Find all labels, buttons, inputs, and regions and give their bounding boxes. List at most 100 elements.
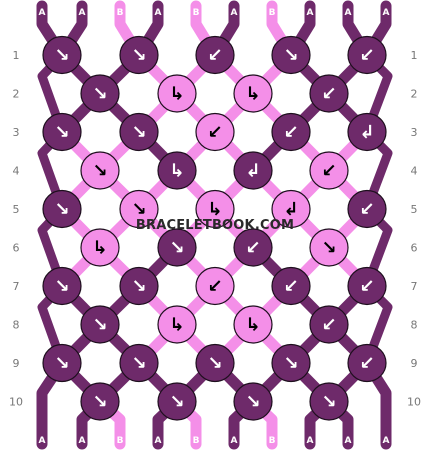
knot: ↘ (157, 228, 197, 267)
row-number-left: 8 (13, 319, 20, 332)
knot-arrow-icon: ↘ (131, 276, 146, 297)
knot-arrow-icon: ↙ (207, 122, 222, 143)
knot-shape (309, 305, 349, 344)
knot-shape (233, 305, 273, 344)
bottom-string-label: A (383, 436, 390, 446)
knot-grid: ↘↘↙↘↙↘↳↳↙↘↘↙↙↲↘↳↲↙↘↘↳↲↙↳↘↙↘↘↘↙↙↙↘↳↳↙↘↘↘↘… (42, 35, 387, 421)
bottom-string-label: A (231, 436, 238, 446)
knot-arrow-icon: ↳ (245, 315, 260, 336)
knot-arrow-icon: ↘ (321, 238, 336, 259)
knot-shape (80, 305, 120, 344)
top-string-label: B (193, 8, 200, 18)
knot-arrow-icon: ↙ (207, 45, 222, 66)
knot: ↘ (195, 343, 235, 383)
knot-shape (42, 343, 82, 383)
knot: ↙ (271, 112, 311, 152)
bottom-string-label: B (117, 436, 124, 446)
knot-shape (233, 151, 273, 190)
knot-arrow-icon: ↲ (283, 199, 298, 220)
knot-arrow-icon: ↘ (54, 276, 69, 297)
knot: ↲ (271, 189, 311, 229)
knot-shape (347, 112, 387, 152)
knot: ↘ (119, 112, 159, 152)
top-string-label: A (39, 8, 46, 18)
row-number-left: 3 (13, 126, 20, 139)
knot-shape (309, 151, 349, 190)
knot-shape (195, 266, 235, 306)
knot: ↙ (195, 112, 235, 152)
knot: ↲ (347, 112, 387, 152)
knot-arrow-icon: ↙ (207, 276, 222, 297)
knot-shape (42, 112, 82, 152)
knot: ↘ (271, 35, 311, 75)
knot-shape (347, 266, 387, 306)
knot-shape (119, 266, 159, 306)
knot-arrow-icon: ↘ (321, 392, 336, 413)
knot-arrow-icon: ↘ (131, 353, 146, 374)
knot: ↳ (233, 74, 273, 113)
knot-shape (347, 35, 387, 75)
bottom-string-label: B (193, 436, 200, 446)
knot-arrow-icon: ↘ (283, 45, 298, 66)
knot: ↘ (119, 189, 159, 229)
knot-arrow-icon: ↳ (169, 161, 184, 182)
top-string-label: A (231, 8, 238, 18)
row-number-right: 5 (411, 203, 418, 216)
knot: ↳ (157, 151, 197, 190)
row-number-left: 4 (13, 165, 20, 178)
row-number-left: 6 (13, 242, 20, 255)
top-string-label: A (155, 8, 162, 18)
knot: ↙ (271, 266, 311, 306)
knot-shape (195, 189, 235, 229)
knot-arrow-icon: ↘ (54, 122, 69, 143)
knot: ↲ (233, 151, 273, 190)
knot-arrow-icon: ↙ (359, 199, 374, 220)
row-number-right: 3 (411, 126, 418, 139)
knot-arrow-icon: ↲ (245, 161, 260, 182)
top-string-label: B (117, 8, 124, 18)
knot-shape (195, 343, 235, 383)
knot-arrow-icon: ↘ (283, 353, 298, 374)
knot-shape (42, 189, 82, 229)
row-number-left: 10 (9, 396, 23, 409)
knot: ↘ (80, 305, 120, 344)
row-number-right: 9 (411, 357, 418, 370)
knot-arrow-icon: ↙ (359, 276, 374, 297)
knot: ↘ (309, 382, 349, 421)
knot-arrow-icon: ↲ (359, 122, 374, 143)
knot: ↳ (233, 305, 273, 344)
knot-shape (157, 382, 197, 421)
knot-arrow-icon: ↘ (131, 199, 146, 220)
knot-arrow-icon: ↘ (54, 45, 69, 66)
knot-arrow-icon: ↘ (131, 122, 146, 143)
knot: ↘ (157, 382, 197, 421)
knot: ↙ (233, 228, 273, 267)
knot: ↘ (80, 382, 120, 421)
knot-arrow-icon: ↙ (245, 238, 260, 259)
knot-shape (80, 74, 120, 113)
knot-arrow-icon: ↘ (92, 84, 107, 105)
watermark: BRACELETBOOK.COM (136, 218, 294, 233)
knot-shape (347, 343, 387, 383)
row-number-left: 7 (13, 280, 20, 293)
knot-shape (271, 266, 311, 306)
knot-shape (233, 228, 273, 267)
knot-arrow-icon: ↳ (169, 315, 184, 336)
row-number-right: 4 (411, 165, 418, 178)
bottom-string-label: A (79, 436, 86, 446)
knot: ↘ (42, 189, 82, 229)
knot-arrow-icon: ↘ (169, 238, 184, 259)
top-string-label: A (345, 8, 352, 18)
knot-arrow-icon: ↳ (169, 84, 184, 105)
knot-shape (157, 305, 197, 344)
knot: ↙ (347, 343, 387, 383)
knot-arrow-icon: ↙ (321, 315, 336, 336)
knot: ↘ (233, 382, 273, 421)
knot: ↘ (80, 151, 120, 190)
top-string-label: B (269, 8, 276, 18)
knot-shape (309, 74, 349, 113)
knot-arrow-icon: ↳ (92, 238, 107, 259)
bottom-string-label: A (345, 436, 352, 446)
knot-shape (119, 189, 159, 229)
knot: ↳ (80, 228, 120, 267)
